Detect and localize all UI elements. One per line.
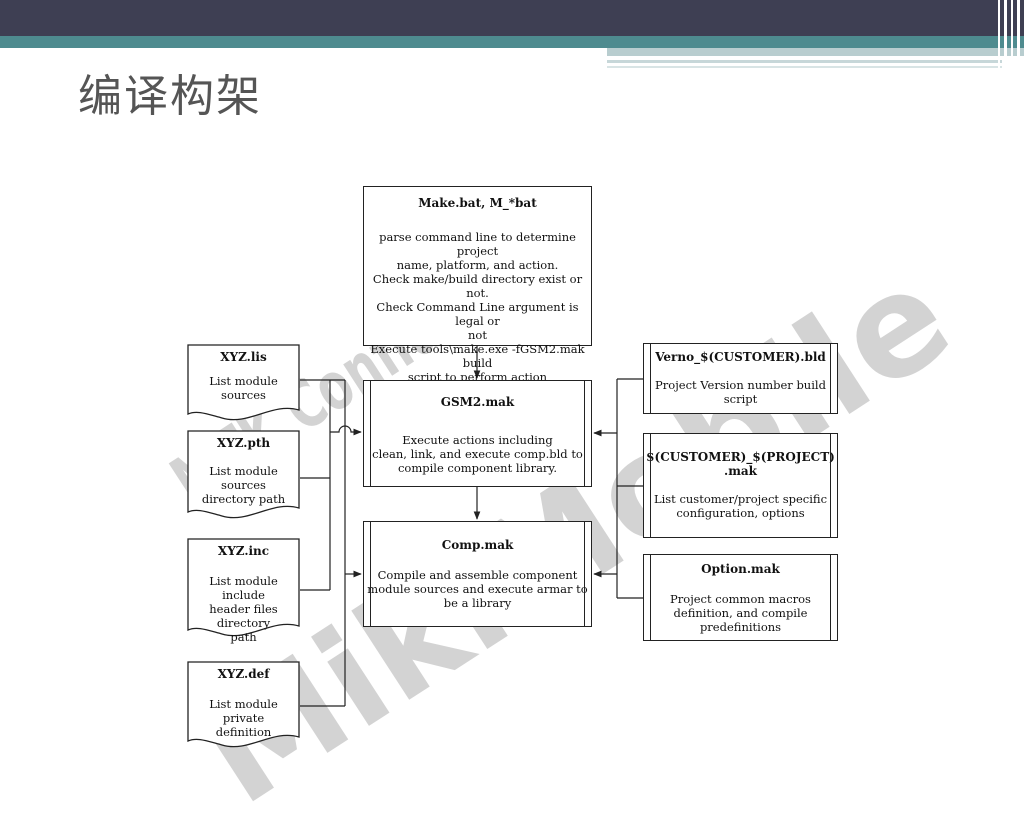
header-accent-line bbox=[607, 60, 1002, 63]
xyz-pth-title: XYZ.pth bbox=[216, 436, 271, 450]
header-stripes bbox=[994, 0, 1024, 68]
xyz-lis-title: XYZ.lis bbox=[220, 350, 267, 364]
xyz-def-title: XYZ.def bbox=[217, 667, 270, 681]
make-bat-title: Make.bat, M_*bat bbox=[418, 196, 537, 210]
xyz-lis-doc: XYZ.lis List module sources bbox=[187, 344, 300, 424]
xyz-inc-title: XYZ.inc bbox=[217, 544, 270, 558]
xyz-pth-doc: XYZ.pth List module sources directory pa… bbox=[187, 430, 300, 522]
xyz-def-doc: XYZ.def List module private definition bbox=[187, 661, 300, 751]
verno-bld-title: Verno_$(CUSTOMER).bld bbox=[655, 350, 826, 364]
gsm2-mak-title: GSM2.mak bbox=[440, 395, 515, 409]
gsm2-mak-box: GSM2.mak Execute actions including clean… bbox=[363, 380, 592, 487]
option-mak-title: Option.mak bbox=[701, 562, 780, 576]
comp-mak-box: Comp.mak Compile and assemble component … bbox=[363, 521, 592, 627]
header-accent-line-thin bbox=[607, 66, 1002, 68]
header-bar-dark bbox=[0, 0, 1024, 36]
connector-lines bbox=[300, 346, 643, 707]
xyz-inc-doc: XYZ.inc List module include header files… bbox=[187, 538, 300, 644]
header-bar-teal bbox=[0, 36, 1024, 48]
customer-project-mak-title: $(CUSTOMER)_$(PROJECT) .mak bbox=[646, 450, 835, 478]
header-accent-bar bbox=[607, 48, 1024, 56]
make-bat-box: Make.bat, M_*bat parse command line to d… bbox=[363, 186, 592, 384]
slide-title: 编译构架 bbox=[78, 71, 262, 122]
option-mak-box: Option.mak Project common macros definit… bbox=[643, 554, 838, 641]
customer-project-mak-box: $(CUSTOMER)_$(PROJECT) .mak List custome… bbox=[643, 433, 838, 538]
verno-bld-box: Verno_$(CUSTOMER).bld Project Version nu… bbox=[643, 343, 838, 414]
comp-mak-title: Comp.mak bbox=[441, 538, 514, 552]
